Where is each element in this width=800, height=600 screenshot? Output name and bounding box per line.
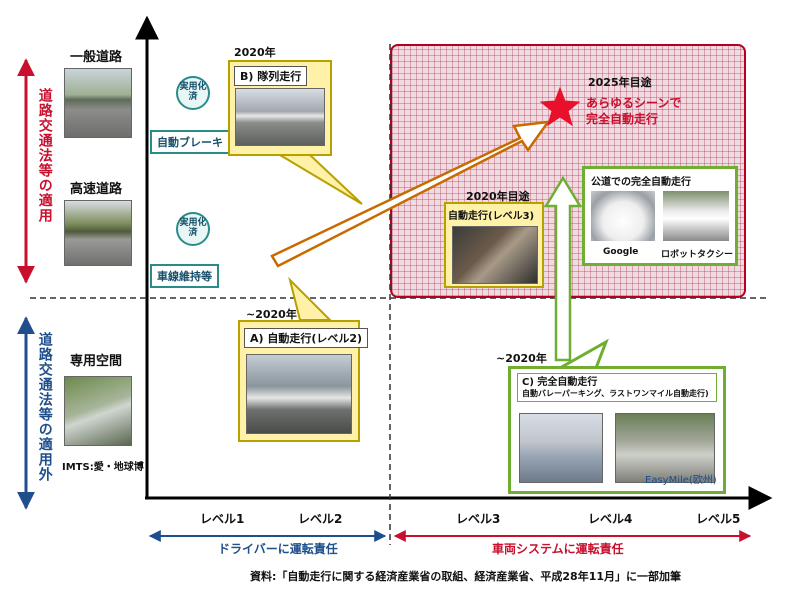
public-road-title: 公道での完全自動走行 xyxy=(591,177,691,188)
level2-box: A) 自動走行(レベル2) xyxy=(238,320,369,442)
easymile-photo xyxy=(615,413,715,483)
level3-photo xyxy=(452,226,538,284)
easymile-caption: EasyMile(欧州) xyxy=(645,475,717,486)
platoon-title: B) 隊列走行 xyxy=(234,66,308,86)
highway-label: 高速道路 xyxy=(70,182,123,197)
google-caption: Google xyxy=(603,247,639,257)
general-road-photo xyxy=(64,68,132,138)
robot-taxi-photo xyxy=(663,191,729,241)
road-traffic-law-applied-label: 道路交通法等の適用 xyxy=(36,88,53,223)
full-auto-title: C) 完全自動走行 xyxy=(522,377,598,388)
auto-brake-tag: 自動ブレーキ xyxy=(150,130,230,154)
level1-label: レベル1 xyxy=(200,512,245,526)
level4-label: レベル4 xyxy=(588,512,633,526)
level3-box: 自動走行(レベル3) xyxy=(444,202,544,288)
google-car-photo xyxy=(591,191,655,241)
platoon-callout-pointer xyxy=(276,154,363,205)
level2-photo xyxy=(246,354,352,434)
driver-responsibility-label: ドライバーに運転責任 xyxy=(218,542,338,556)
goal-2025-line2: 完全自動走行 xyxy=(586,112,659,126)
level5-label: レベル5 xyxy=(696,512,741,526)
platoon-year: 2020年 xyxy=(234,46,276,59)
platoon-box: B) 隊列走行 xyxy=(228,60,332,156)
robot-taxi-caption: ロボットタクシー xyxy=(661,250,734,260)
practical-circle-brake: 実用化済 xyxy=(176,76,210,110)
level2-year: ~2020年 xyxy=(246,308,297,321)
highway-photo xyxy=(64,200,132,266)
road-traffic-law-not-applied-label: 道路交通法等の適用外 xyxy=(36,332,53,482)
lane-keeping-tag: 車線維持等 xyxy=(150,264,219,288)
full-auto-year: ~2020年 xyxy=(496,352,547,365)
platoon-photo xyxy=(235,88,325,146)
level3-year: 2020年目途 xyxy=(466,190,530,203)
public-road-box: 公道での完全自動走行 Google ロボットタクシー xyxy=(582,166,738,266)
general-road-label: 一般道路 xyxy=(70,50,123,65)
goal-2025-year: 2025年目途 xyxy=(588,76,652,89)
goal-2025-line1: あらゆるシーンで xyxy=(586,96,682,110)
source-note: 資料:「自動走行に関する経済産業省の取組、経済産業省、平成28年11月」に一部加… xyxy=(250,570,682,583)
imts-photo xyxy=(64,376,132,446)
practical-circle-lane: 実用化済 xyxy=(176,212,210,246)
progress-arrow-vertical xyxy=(543,175,583,362)
full-auto-title-box: C) 完全自動走行 自動バレーパーキング、ラストワンマイル自動走行) xyxy=(517,373,717,403)
goal-star-icon xyxy=(539,86,581,127)
valet-parking-photo xyxy=(519,413,603,483)
level3-title: 自動走行(レベル3) xyxy=(448,211,535,222)
system-responsibility-label: 車両システムに運転責任 xyxy=(492,542,624,556)
full-auto-box: C) 完全自動走行 自動バレーパーキング、ラストワンマイル自動走行) EasyM… xyxy=(508,366,726,494)
full-auto-subtitle: 自動バレーパーキング、ラストワンマイル自動走行) xyxy=(522,389,709,398)
imts-caption: IMTS:愛・地球博 xyxy=(62,462,144,473)
level2-label: レベル2 xyxy=(298,512,343,526)
dedicated-space-label: 専用空間 xyxy=(70,354,123,369)
progress-arrow-diagonal xyxy=(270,120,551,268)
level2-title: A) 自動走行(レベル2) xyxy=(244,328,369,348)
level3-label: レベル3 xyxy=(456,512,501,526)
